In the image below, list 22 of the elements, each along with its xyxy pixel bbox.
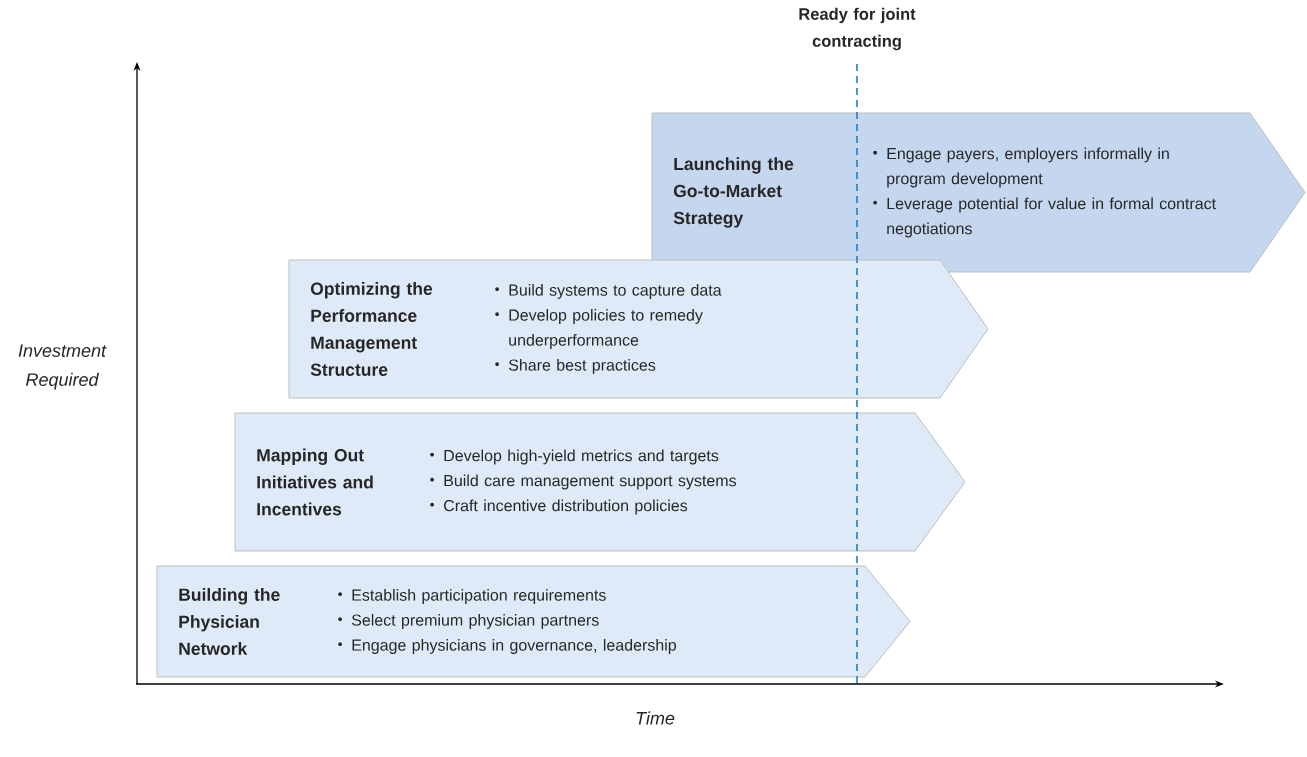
bullet-text: Develop policies to remedy underperformance bbox=[495, 309, 703, 349]
stage-heading: Launching the Go-to-Market Strategy bbox=[673, 157, 794, 228]
bullet-text: Engage payers, employers informally in program development bbox=[873, 147, 1169, 188]
axis-label: Investment Required bbox=[18, 344, 107, 390]
stage-heading: Mapping Out Initiatives and Incentives bbox=[257, 448, 373, 516]
bullet-text: Engage physicians in governance, leadership bbox=[338, 639, 676, 654]
bullet-text: Develop high-yield metrics and targets bbox=[430, 449, 719, 465]
stage-heading: Building the Physician Network bbox=[179, 588, 280, 655]
bullet-text: Build systems to capture data bbox=[495, 284, 722, 299]
bullet-text: Share best practices bbox=[495, 359, 656, 374]
chevron-box bbox=[288, 259, 989, 399]
axis-label: Time bbox=[636, 711, 675, 725]
chevron-box bbox=[156, 565, 911, 678]
chevron-box bbox=[234, 412, 966, 552]
milestone-label: Ready for joint contracting bbox=[799, 7, 916, 51]
bullet-text: Establish participation requirements bbox=[338, 589, 606, 604]
bullet-text: Craft incentive distribution policies bbox=[430, 499, 688, 515]
bullet-text: Build care management support systems bbox=[430, 474, 737, 490]
stage-heading: Optimizing the Performance Management Structure bbox=[310, 282, 433, 376]
chevron-box bbox=[651, 112, 1306, 273]
bullet-text: Select premium physician partners bbox=[338, 614, 599, 629]
bullet-text: Leverage potential for value in formal contract negotiations bbox=[873, 197, 1216, 238]
